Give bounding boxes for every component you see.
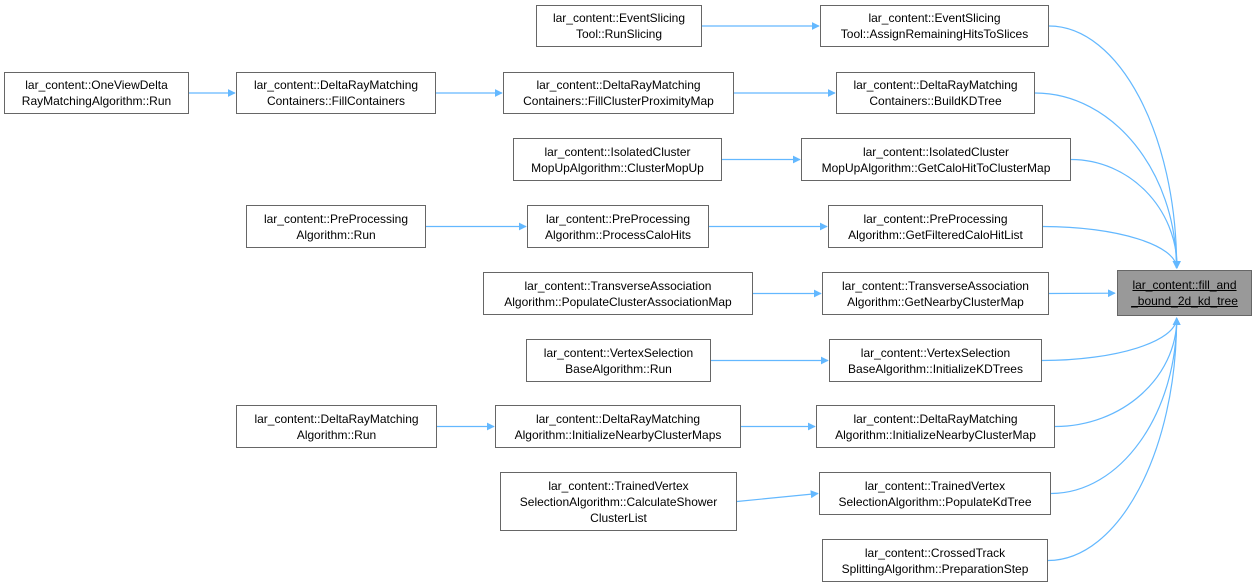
node-label-line: Algorithm::Run	[296, 227, 376, 242]
node-label-line: lar_content::DeltaRayMatching	[535, 411, 701, 426]
node-label-line: lar_content::DeltaRayMatching	[253, 78, 419, 92]
node-transverse-association-get-nearby-cluster-map[interactable]: lar_content::TransverseAssociation Algor…	[822, 272, 1049, 315]
node-one-view-delta-ray-run[interactable]: lar_content::OneViewDelta RayMatchingAlg…	[4, 72, 189, 114]
node-label-line: lar_content::DeltaRayMatching	[254, 411, 419, 426]
node-label-line: Containers::FillClusterProximityMap	[523, 94, 714, 108]
node-delta-ray-matching-run[interactable]: lar_content::DeltaRayMatching Algorithm:…	[236, 405, 437, 448]
node-label-line: lar_content::TransverseAssociation	[524, 278, 712, 293]
node-label-line: lar_content::OneViewDelta	[25, 78, 168, 92]
node-label-line: lar_content::VertexSelection	[860, 345, 1011, 360]
node-label-line: lar_content::DeltaRayMatching	[853, 78, 1018, 92]
node-delta-ray-initialize-nearby-cluster-map[interactable]: lar_content::DeltaRayMatching Algorithm:…	[816, 405, 1055, 448]
node-transverse-association-populate-map[interactable]: lar_content::TransverseAssociation Algor…	[483, 272, 753, 315]
node-event-slicing-assign-remaining-hits[interactable]: lar_content::EventSlicing Tool::AssignRe…	[820, 5, 1049, 47]
node-isolated-cluster-mop-up[interactable]: lar_content::IsolatedCluster MopUpAlgori…	[513, 138, 722, 181]
node-label-line: lar_content::VertexSelection	[543, 345, 694, 360]
node-label-line: lar_content::PreProcessing	[263, 211, 409, 226]
node-label-line: Algorithm::GetNearbyClusterMap	[847, 294, 1024, 309]
node-label-line: SelectionAlgorithm::CalculateShower	[519, 494, 718, 509]
node-label-line: Algorithm::PopulateClusterAssociationMap	[504, 294, 732, 309]
node-label-line: RayMatchingAlgorithm::Run	[21, 94, 172, 108]
node-delta-ray-containers-build-kd-tree[interactable]: lar_content::DeltaRayMatching Containers…	[836, 72, 1035, 114]
node-label-line: Algorithm::ProcessCaloHits	[544, 227, 692, 242]
edge-calc_shower-to-populate_kd	[736, 490, 819, 503]
node-label-line: lar_content::EventSlicing	[868, 11, 1001, 25]
node-label-line: lar_content::TrainedVertex	[548, 478, 689, 493]
node-label-line: Containers::FillContainers	[266, 94, 406, 108]
node-label-line: Algorithm::InitializeNearbyClusterMaps	[514, 427, 722, 442]
edge-init_kd-to-root	[1041, 317, 1181, 362]
node-label-line: Algorithm::Run	[296, 427, 377, 442]
node-label-line: lar_content::EventSlicing	[552, 11, 686, 25]
node-label-line: ClusterList	[590, 510, 647, 525]
node-label-line: SelectionAlgorithm::PopulateKdTree	[838, 494, 1032, 509]
edge-get_filtered-to-root	[1042, 225, 1181, 269]
node-delta-ray-containers-fill-proximity-map[interactable]: lar_content::DeltaRayMatching Containers…	[503, 72, 734, 114]
node-crossed-track-preparation-step[interactable]: lar_content::CrossedTrack SplittingAlgor…	[822, 539, 1048, 582]
node-label-line: lar_content::DeltaRayMatching	[536, 78, 701, 92]
edge-init_nearby-to-root	[1054, 317, 1181, 428]
node-label-line: lar_content::IsolatedCluster	[544, 144, 691, 159]
node-vertex-selection-initialize-kd-trees[interactable]: lar_content::VertexSelection BaseAlgorit…	[829, 339, 1042, 382]
node-delta-ray-containers-fill-containers[interactable]: lar_content::DeltaRayMatching Containers…	[236, 72, 436, 114]
edge-get_calo-to-root	[1070, 158, 1182, 269]
node-label-line: _bound_2d_kd_tree	[1131, 294, 1238, 308]
node-preprocessing-process-calo-hits[interactable]: lar_content::PreProcessing Algorithm::Pr…	[527, 205, 709, 248]
node-label-line: SplittingAlgorithm::PreparationStep	[841, 561, 1029, 576]
node-label-line: lar_content::PreProcessing	[545, 211, 691, 226]
node-label-line: Tool::RunSlicing	[575, 27, 663, 41]
node-delta-ray-initialize-nearby-cluster-maps[interactable]: lar_content::DeltaRayMatching Algorithm:…	[495, 405, 741, 448]
node-label-line: lar_content::fill_and	[1132, 278, 1237, 292]
node-label-line: BaseAlgorithm::InitializeKDTrees	[848, 361, 1023, 376]
node-trained-vertex-populate-kd-tree[interactable]: lar_content::TrainedVertex SelectionAlgo…	[819, 472, 1051, 515]
edge-build_kd-to-root	[1034, 92, 1181, 269]
node-label-line: Containers::BuildKDTree	[869, 94, 1002, 108]
node-label-line: MopUpAlgorithm::GetCaloHitToClusterMap	[821, 160, 1051, 175]
edge-populate_kd-to-root	[1050, 317, 1181, 495]
edge-assign_hits-to-root	[1048, 25, 1181, 269]
node-event-slicing-run-slicing[interactable]: lar_content::EventSlicing Tool::RunSlici…	[536, 5, 702, 47]
node-preprocessing-run[interactable]: lar_content::PreProcessing Algorithm::Ru…	[246, 205, 426, 248]
edge-crossed_prep-to-root	[1047, 317, 1181, 562]
node-label-line: Tool::AssignRemainingHitsToSlices	[840, 27, 1029, 41]
node-preprocessing-get-filtered-calo-hit-list[interactable]: lar_content::PreProcessing Algorithm::Ge…	[828, 205, 1043, 248]
node-isolated-cluster-get-calo-hit-map[interactable]: lar_content::IsolatedCluster MopUpAlgori…	[801, 138, 1071, 181]
node-label-line: lar_content::TrainedVertex	[864, 478, 1006, 493]
node-label-line: BaseAlgorithm::Run	[565, 361, 672, 376]
node-label-line: Algorithm::GetFilteredCaloHitList	[848, 227, 1023, 242]
node-trained-vertex-calculate-shower-cluster-list[interactable]: lar_content::TrainedVertex SelectionAlgo…	[500, 472, 737, 531]
node-label-line: lar_content::TransverseAssociation	[842, 278, 1029, 293]
node-fill-and-bound-2d-kd-tree[interactable]: lar_content::fill_and _bound_2d_kd_tree	[1117, 270, 1252, 316]
node-label-line: lar_content::PreProcessing	[863, 211, 1008, 226]
node-label-line: Algorithm::InitializeNearbyClusterMap	[835, 427, 1036, 442]
node-vertex-selection-run[interactable]: lar_content::VertexSelection BaseAlgorit…	[526, 339, 711, 382]
node-label-line: lar_content::DeltaRayMatching	[853, 411, 1018, 426]
node-label-line: lar_content::IsolatedCluster	[862, 144, 1010, 159]
node-label-line: lar_content::CrossedTrack	[864, 545, 1006, 560]
node-label-line: MopUpAlgorithm::ClusterMopUp	[531, 160, 704, 175]
